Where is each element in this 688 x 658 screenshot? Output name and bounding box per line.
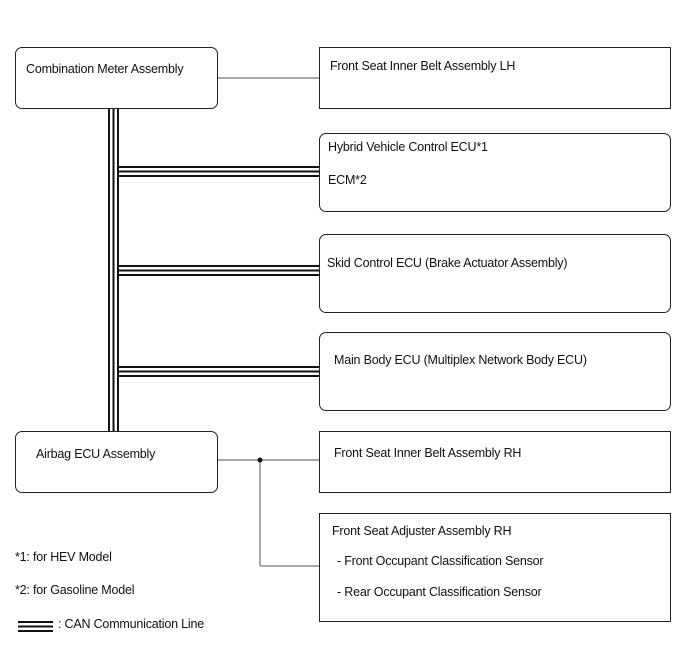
main-body-label: Main Body ECU (Multiplex Network Body EC… bbox=[334, 353, 587, 367]
combination-meter-box: Combination Meter Assembly bbox=[15, 47, 218, 109]
can-branch-main-body bbox=[118, 366, 319, 377]
hybrid-ecu-label: Hybrid Vehicle Control ECU*1 bbox=[328, 140, 488, 154]
front-belt-rh-box: Front Seat Inner Belt Assembly RH bbox=[319, 431, 671, 493]
can-trunk bbox=[108, 108, 119, 431]
rear-occupant-sensor-label: - Rear Occupant Classification Sensor bbox=[337, 585, 542, 599]
ecm-label: ECM*2 bbox=[328, 173, 367, 187]
footnote-2: *2: for Gasoline Model bbox=[15, 583, 135, 597]
skid-control-box: Skid Control ECU (Brake Actuator Assembl… bbox=[319, 234, 671, 313]
legend-can-label: : CAN Communication Line bbox=[58, 617, 204, 631]
airbag-ecu-label: Airbag ECU Assembly bbox=[36, 447, 156, 461]
seat-adjuster-box: Front Seat Adjuster Assembly RH - Front … bbox=[319, 513, 671, 622]
seat-adjuster-label: Front Seat Adjuster Assembly RH bbox=[332, 524, 512, 538]
airbag-ecu-box: Airbag ECU Assembly bbox=[15, 431, 218, 493]
front-occupant-sensor-label: - Front Occupant Classification Sensor bbox=[337, 554, 544, 568]
main-body-box: Main Body ECU (Multiplex Network Body EC… bbox=[319, 332, 671, 411]
front-belt-rh-label: Front Seat Inner Belt Assembly RH bbox=[334, 446, 522, 460]
skid-control-label: Skid Control ECU (Brake Actuator Assembl… bbox=[327, 256, 568, 270]
combination-meter-label: Combination Meter Assembly bbox=[26, 62, 184, 76]
hybrid-ecu-box: Hybrid Vehicle Control ECU*1 ECM*2 bbox=[319, 133, 671, 212]
front-belt-lh-label: Front Seat Inner Belt Assembly LH bbox=[330, 59, 516, 73]
front-belt-lh-box: Front Seat Inner Belt Assembly LH bbox=[319, 47, 671, 109]
can-branch-skid bbox=[118, 265, 319, 276]
can-branch-hybrid bbox=[118, 166, 319, 177]
can-legend-symbol bbox=[18, 621, 53, 632]
junction-dot bbox=[257, 457, 263, 463]
footnote-1: *1: for HEV Model bbox=[15, 550, 112, 564]
